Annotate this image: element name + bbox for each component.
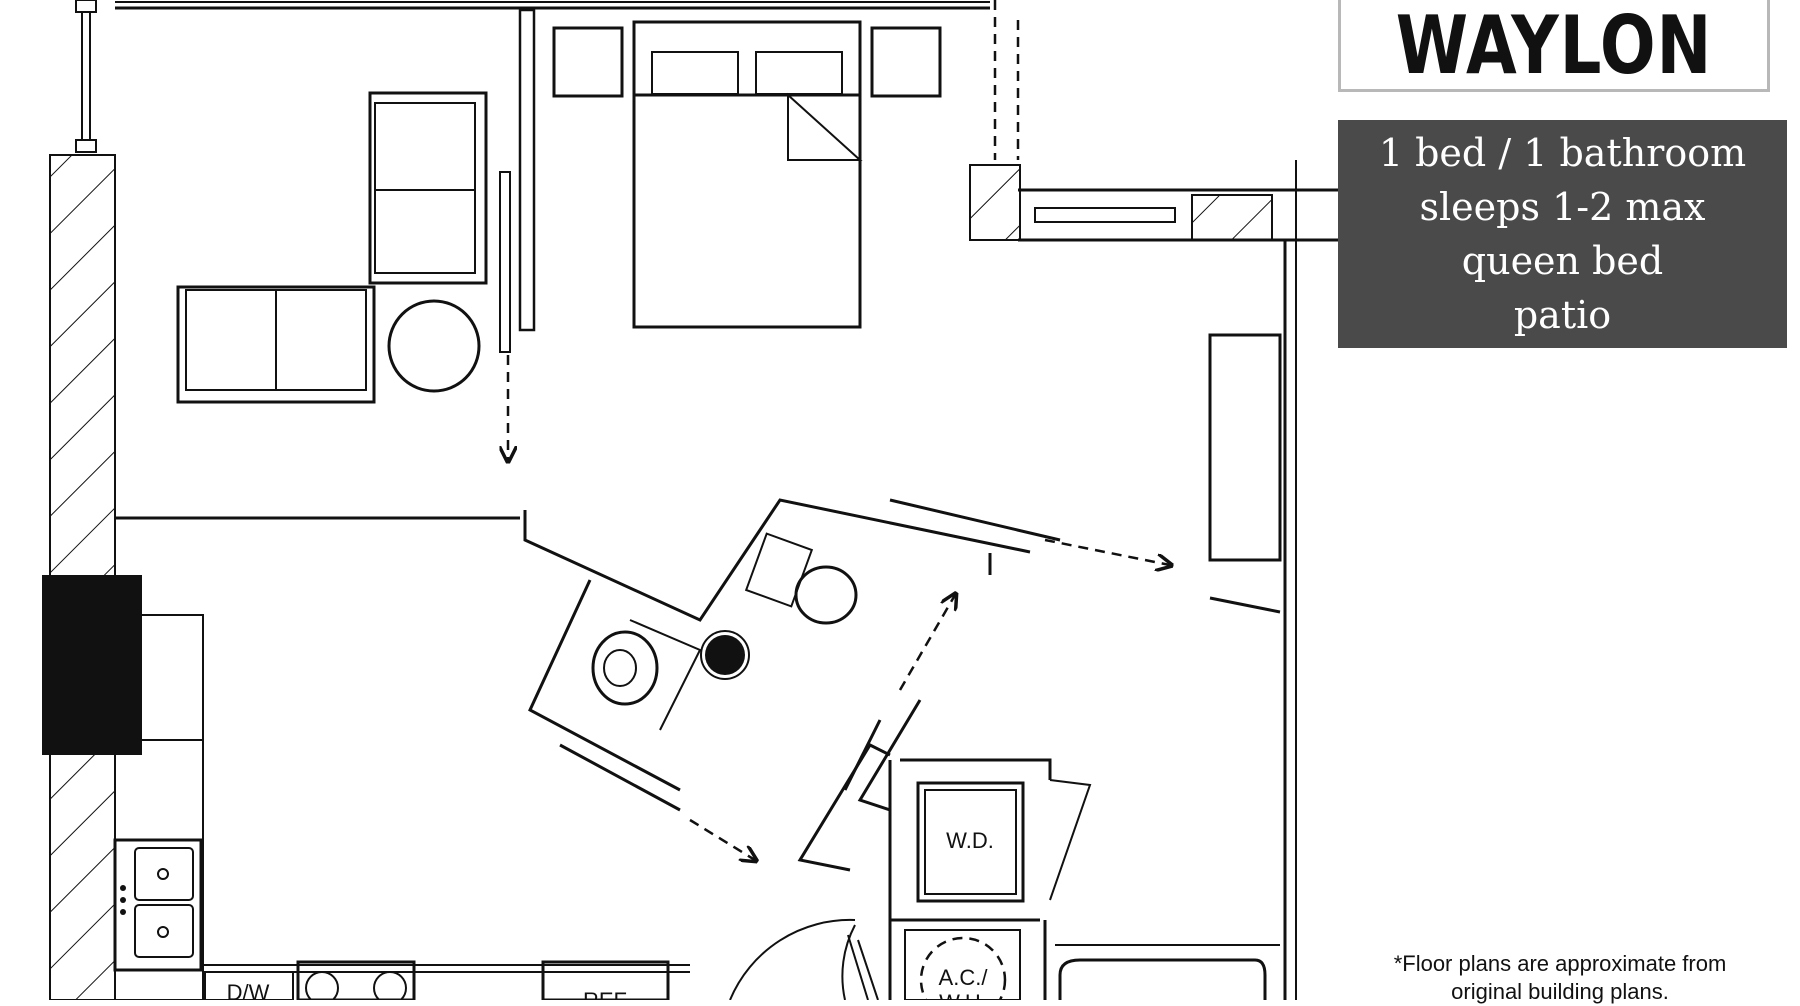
laundry-closet: W.D. A.C./ W.H. bbox=[729, 699, 1092, 1000]
side-table bbox=[387, 299, 481, 393]
refrigerator-label: REF bbox=[583, 988, 627, 1000]
exterior-wall-left bbox=[42, 0, 142, 1000]
info-sleeps: sleeps 1-2 max bbox=[1419, 185, 1706, 229]
bathroom bbox=[523, 498, 1281, 812]
footnote-line-1: *Floor plans are approximate from bbox=[1393, 951, 1727, 976]
dresser bbox=[1208, 333, 1282, 562]
bedroom-partition bbox=[499, 8, 536, 353]
footnote-line-2: original building plans. bbox=[1451, 979, 1669, 1004]
ac-unit-label: A.C./ bbox=[939, 965, 989, 990]
queen-bed bbox=[552, 20, 942, 329]
info-patio: patio bbox=[1513, 293, 1612, 337]
bathtub bbox=[1058, 958, 1267, 1000]
plan-title: WAYLON bbox=[1395, 0, 1713, 92]
ac-unit-label-2: W.H. bbox=[939, 990, 987, 1000]
patio-wall bbox=[969, 164, 1340, 242]
floor-plan: W.D. A.C./ W.H. D/W REF bbox=[42, 0, 1340, 1000]
kitchen: D/W REF bbox=[113, 614, 690, 1000]
footnote: *Floor plans are approximate from origin… bbox=[1340, 950, 1780, 1006]
sofa bbox=[176, 91, 488, 404]
info-bed-bath: 1 bed / 1 bathroom bbox=[1378, 131, 1747, 175]
washer-dryer-label: W.D. bbox=[946, 828, 994, 853]
dishwasher-label: D/W bbox=[227, 980, 270, 1000]
unit-info-box: 1 bed / 1 bathroom sleeps 1-2 max queen … bbox=[1338, 120, 1787, 348]
plan-title-box: WAYLON bbox=[1338, 0, 1770, 92]
info-bed-type: queen bed bbox=[1461, 239, 1664, 283]
